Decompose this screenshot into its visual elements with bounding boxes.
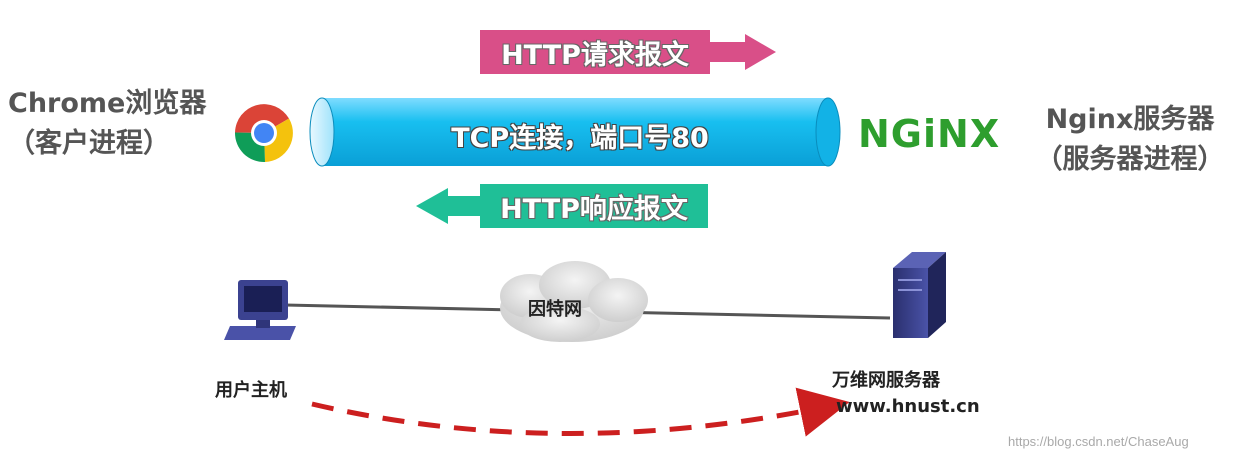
http-request-banner: HTTP请求报文 xyxy=(480,30,710,74)
response-arrow-head xyxy=(416,188,482,224)
tcp-connection-label: TCP连接，端口号80 xyxy=(451,122,709,154)
client-name: Chrome浏览器 xyxy=(8,88,207,119)
web-server-icon xyxy=(893,252,946,338)
chrome-icon xyxy=(234,104,293,163)
watermark: https://blog.csdn.net/ChaseAug xyxy=(1008,434,1189,449)
tcp-pipe xyxy=(309,97,841,167)
request-arrow-head xyxy=(708,34,776,70)
http-response-banner: HTTP响应报文 xyxy=(480,184,708,228)
client-role: （客户进程） xyxy=(8,128,170,159)
request-path-dashed-arrow xyxy=(311,387,850,437)
internet-cloud-icon xyxy=(500,261,648,342)
user-host-computer-icon xyxy=(224,280,296,340)
server-name: Nginx服务器 xyxy=(1045,104,1215,135)
user-host-label: 用户主机 xyxy=(215,380,287,401)
server-label: Nginx服务器 （服务器进程） xyxy=(1030,100,1230,180)
client-label: Chrome浏览器 （客户进程） xyxy=(8,84,206,164)
server-role: （服务器进程） xyxy=(1035,144,1225,175)
web-server-domain: www.hnust.cn xyxy=(836,396,980,417)
internet-label: 因特网 xyxy=(528,299,582,320)
nginx-logo: NGiNX xyxy=(858,112,1001,156)
web-server-label: 万维网服务器 xyxy=(832,370,940,391)
